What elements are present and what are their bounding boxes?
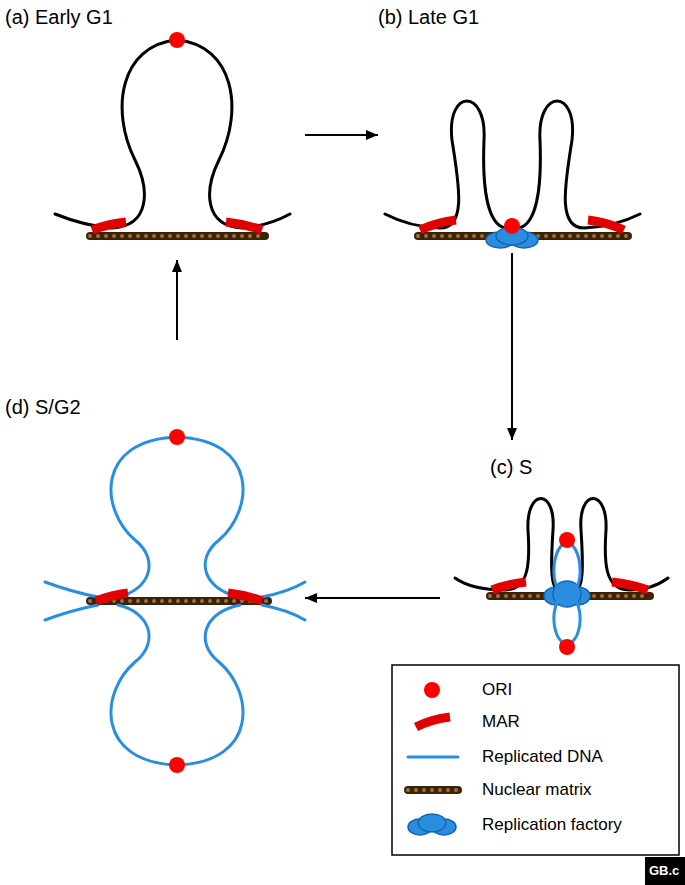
panel-d-drawing [45, 429, 305, 773]
panel-title: (d) S/G2 [5, 395, 81, 419]
legend-box [392, 665, 679, 855]
legend-text: Replication factory [482, 815, 622, 835]
panel: (a) Early G1 [5, 5, 305, 260]
legend-text: MAR [482, 712, 520, 732]
panel-title: (a) Early G1 [5, 5, 113, 29]
panel: (d) S/G2 [5, 340, 305, 790]
panel-b-drawing [385, 101, 640, 248]
legend-text: Replicated DNA [482, 747, 603, 767]
cycle-arrow [305, 134, 378, 136]
legend-text: Nuclear matrix [482, 780, 592, 800]
logo-box [645, 857, 685, 885]
logo-text: GB.c [649, 863, 679, 879]
cycle-arrow [511, 253, 513, 440]
panel: (b) Late G1 [378, 5, 678, 253]
cycle-arrow [305, 597, 440, 599]
panel-a-drawing [55, 32, 290, 236]
panel-c-drawing [455, 499, 668, 656]
cycle-arrow [176, 260, 178, 340]
panel: (c) S [440, 440, 680, 662]
panel-title: (c) S [490, 455, 532, 479]
panel-title: (b) Late G1 [378, 5, 479, 29]
legend-text: ORI [482, 680, 512, 700]
